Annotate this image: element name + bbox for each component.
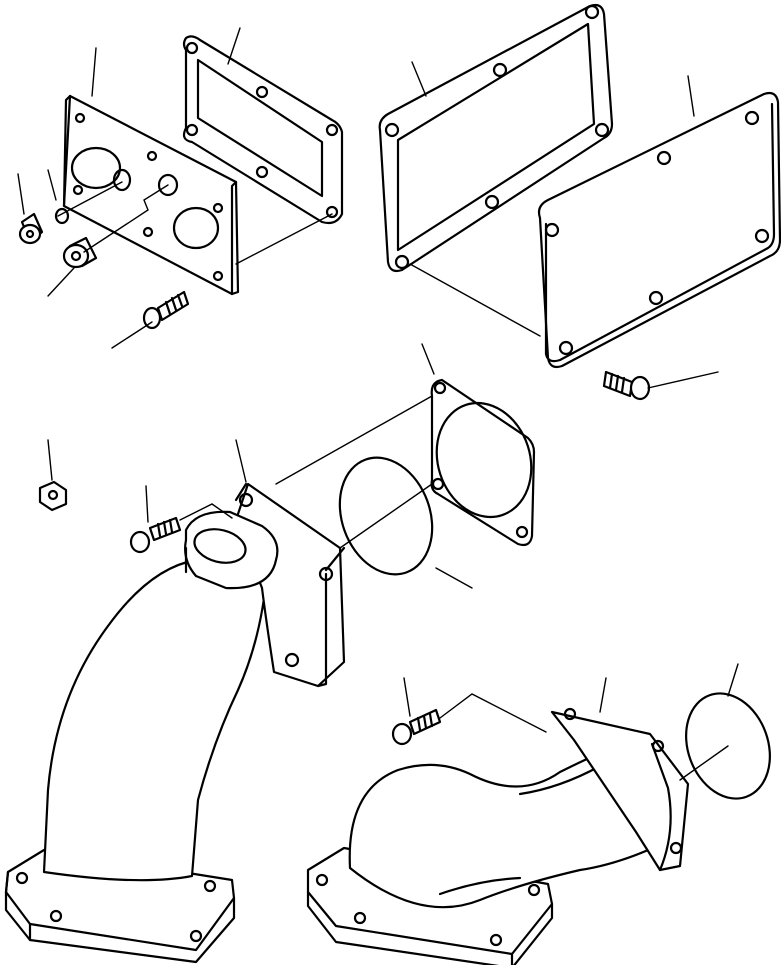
bolt xyxy=(142,290,190,330)
gasket-large xyxy=(378,3,614,273)
gasket-flange xyxy=(430,378,536,547)
plug-small xyxy=(18,212,44,245)
bolt-2 xyxy=(602,370,651,401)
cover-plate-large xyxy=(537,91,781,369)
leader-lines xyxy=(17,27,739,781)
plug-large xyxy=(62,236,98,269)
elbow-tall xyxy=(4,482,346,964)
washer xyxy=(54,207,70,225)
bolt-4 xyxy=(391,708,442,746)
nut xyxy=(38,480,68,512)
bolt-3 xyxy=(129,516,182,554)
gasket-small xyxy=(182,35,344,225)
elbow-low xyxy=(306,707,690,970)
